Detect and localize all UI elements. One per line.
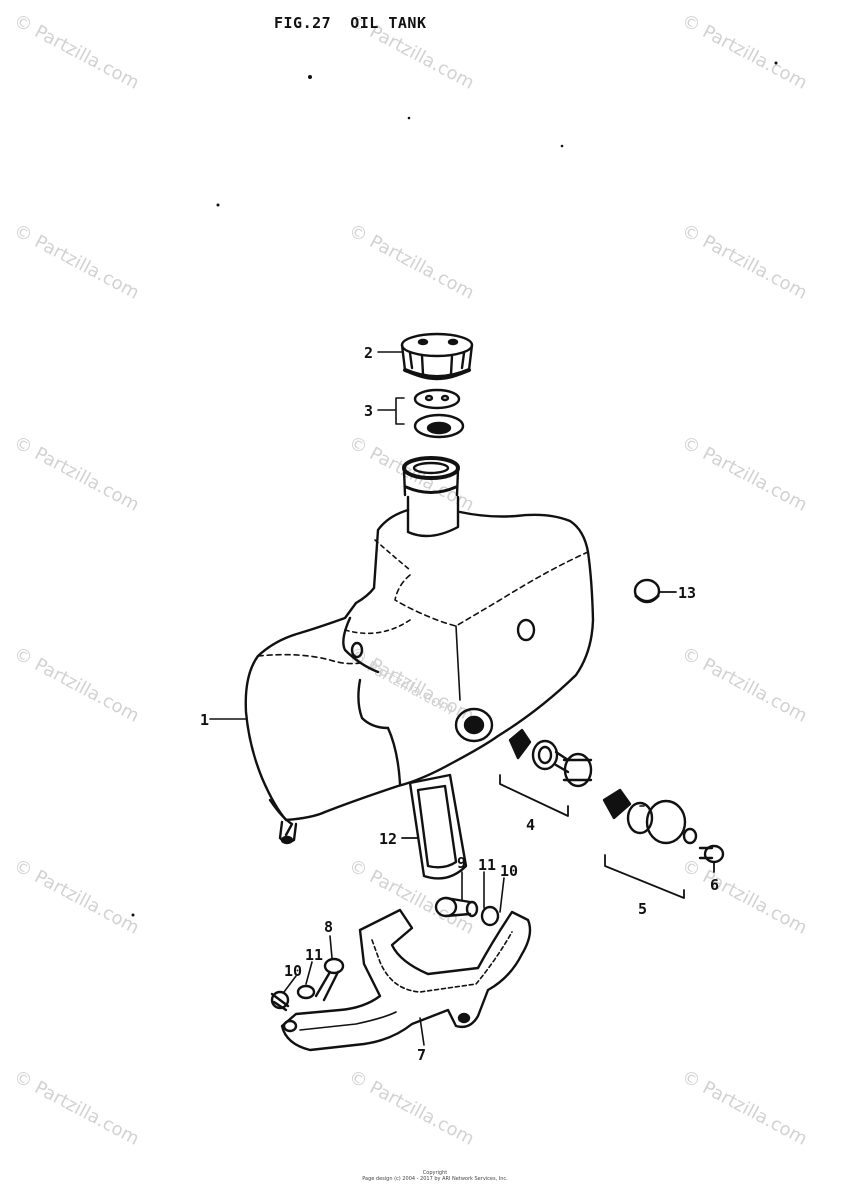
footer-line-2: Page design (c) 2004 - 2017 by ARI Netwo… [362, 1176, 508, 1182]
figure-title: FIG.27 OIL TANK [274, 14, 427, 32]
callout-2: 2 [364, 344, 374, 362]
cap-gaskets [413, 388, 465, 439]
callout-13: 13 [678, 584, 697, 602]
copyright-footer: Copyright Page design (c) 2004 - 2017 by… [360, 1170, 510, 1182]
tank-strap [401, 773, 468, 880]
callout-11: 11 [478, 856, 497, 874]
bolt-and-washers-left [270, 935, 345, 1012]
grommet-plug [633, 578, 677, 604]
callout-leaders [209, 351, 645, 807]
callout-11: 11 [305, 946, 324, 964]
mounting-bracket [280, 908, 532, 1052]
callout-10: 10 [500, 862, 519, 880]
callout-9: 9 [457, 854, 467, 872]
callout-1: 1 [200, 711, 210, 729]
oil-tank-cap [400, 332, 474, 381]
callout-4: 4 [526, 816, 536, 834]
callout-12: 12 [379, 830, 398, 848]
outlet-fitting-assembly [499, 728, 593, 817]
callout-5: 5 [638, 900, 648, 918]
drain-fitting-assembly [602, 788, 698, 899]
callout-3: 3 [364, 402, 374, 420]
print-specks [131, 61, 778, 917]
callout-10: 10 [284, 962, 303, 980]
filler-neck [402, 456, 460, 538]
oil-tank-body [244, 508, 595, 845]
bolt-and-washers-right [434, 871, 505, 927]
bolt-6 [698, 844, 725, 873]
callout-8: 8 [324, 918, 334, 936]
callout-7: 7 [417, 1046, 427, 1064]
callout-6: 6 [710, 876, 720, 894]
footer-line-1: Copyright [422, 1170, 448, 1176]
